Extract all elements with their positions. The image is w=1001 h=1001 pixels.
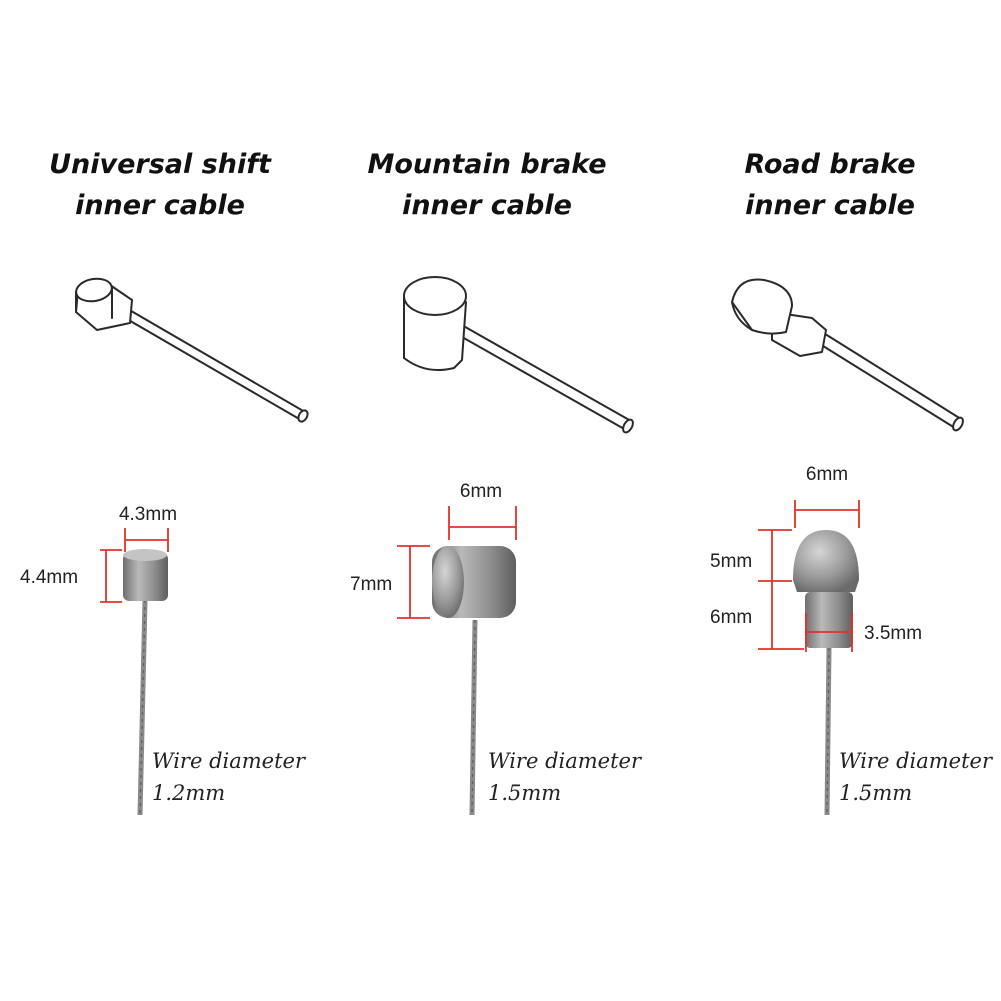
road-cable-line-drawing bbox=[731, 278, 964, 432]
column-title-line1: Road brake bbox=[744, 149, 915, 180]
shift-cable-photo bbox=[123, 549, 168, 816]
road-cable-photo bbox=[793, 530, 859, 816]
wire-diameter-value: 1.2mm bbox=[152, 781, 225, 805]
column-mountain-brake: Mountain brake inner cable 6mm 7mm Wire … bbox=[350, 149, 643, 816]
dimension-width: 4.3mm bbox=[119, 504, 177, 525]
column-title-line2: inner cable bbox=[745, 190, 915, 221]
dimension-width: 6mm bbox=[460, 481, 502, 502]
wire-diameter-value: 1.5mm bbox=[839, 781, 912, 805]
column-title-line1: Mountain brake bbox=[367, 149, 606, 180]
wire-diameter-label: Wire diameter bbox=[488, 749, 643, 773]
mountain-cable-line-drawing bbox=[403, 276, 634, 434]
shift-dimension-lines bbox=[100, 528, 169, 603]
mountain-cable-photo bbox=[432, 546, 516, 816]
wire-diameter-label: Wire diameter bbox=[152, 749, 307, 773]
shift-cable-line-drawing bbox=[75, 277, 309, 423]
column-title-line1: Universal shift bbox=[49, 149, 272, 180]
column-title-line2: inner cable bbox=[75, 190, 245, 221]
wire-diameter-label: Wire diameter bbox=[839, 749, 994, 773]
road-dimension-lines bbox=[758, 500, 860, 652]
mountain-dimension-lines bbox=[397, 506, 517, 619]
dimension-height: 7mm bbox=[350, 574, 392, 595]
dimension-head-height: 5mm bbox=[710, 551, 752, 572]
column-title-line2: inner cable bbox=[402, 190, 572, 221]
dimension-height: 4.4mm bbox=[20, 567, 78, 588]
wire-diameter-value: 1.5mm bbox=[488, 781, 561, 805]
dimension-head-width: 6mm bbox=[806, 464, 848, 485]
dimension-neck-height: 6mm bbox=[710, 607, 752, 628]
column-road-brake: Road brake inner cable 6mm bbox=[710, 149, 994, 816]
column-universal-shift: Universal shift inner cable 4.3mm 4 bbox=[20, 149, 309, 816]
dimension-neck-width: 3.5mm bbox=[864, 623, 922, 644]
